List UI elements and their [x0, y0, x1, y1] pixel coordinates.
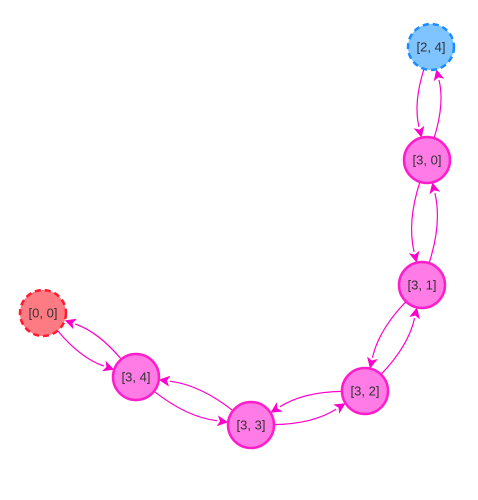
edge-n33-to-n32 [273, 403, 346, 426]
edge-line [273, 408, 337, 426]
arrowhead-icon [408, 250, 420, 263]
nodes-layer: [0, 0] [3, 4] [3, 3] [3, 2] [3, 1] [3, 0] [2, … [18, 22, 456, 450]
edge-n30-to-n24 [433, 69, 445, 139]
node-circle[interactable] [397, 260, 447, 310]
edge-n34-to-n00 [64, 318, 122, 360]
edge-n00-to-n34 [57, 330, 115, 372]
edge-n32-to-n33 [270, 390, 343, 413]
node-label: [3, 3] [237, 418, 266, 433]
edge-line [428, 192, 439, 264]
edges-layer [57, 68, 445, 427]
edge-line [57, 330, 104, 367]
node-label: [3, 2] [351, 384, 380, 399]
arrowhead-icon [270, 402, 283, 413]
edge-n34-to-n33 [153, 390, 229, 427]
node-n30[interactable]: [3, 0] [402, 135, 452, 185]
node-circle[interactable] [111, 352, 161, 402]
arrowhead-icon [409, 307, 420, 320]
edge-line [416, 68, 425, 128]
node-n34[interactable]: [3, 4] [111, 352, 161, 402]
arrowhead-icon [433, 69, 445, 82]
node-circle[interactable] [406, 22, 456, 72]
arrowhead-icon [413, 125, 425, 138]
node-circle[interactable] [18, 288, 68, 338]
arrowhead-icon [64, 318, 77, 330]
edge-line [380, 318, 416, 375]
edge-line [410, 181, 421, 253]
arrowhead-icon [367, 356, 378, 369]
edge-n30-to-n31 [408, 181, 421, 263]
arrowhead-icon [102, 360, 115, 372]
edge-line [169, 380, 234, 412]
edge-line [153, 390, 218, 422]
arrowhead-icon [158, 375, 171, 387]
node-label: [3, 0] [413, 153, 442, 168]
node-label: [2, 4] [417, 40, 446, 55]
node-label: [0, 0] [29, 306, 58, 321]
edge-line [279, 390, 343, 408]
node-n00-start[interactable]: [0, 0] [18, 288, 68, 338]
node-n32[interactable]: [3, 2] [340, 366, 390, 416]
edge-line [75, 323, 122, 360]
arrowhead-icon [216, 415, 229, 427]
node-label: [3, 4] [122, 370, 151, 385]
edge-line [433, 79, 442, 139]
node-circle[interactable] [402, 135, 452, 185]
edge-line [371, 301, 407, 358]
edge-n31-to-n30 [428, 182, 441, 264]
edge-n31-to-n32 [367, 301, 407, 369]
edge-n32-to-n31 [380, 307, 420, 375]
node-circle[interactable] [340, 366, 390, 416]
node-n24-goal[interactable]: [2, 4] [406, 22, 456, 72]
edge-n33-to-n34 [158, 375, 234, 412]
node-n31[interactable]: [3, 1] [397, 260, 447, 310]
node-n33[interactable]: [3, 3] [226, 400, 276, 450]
node-circle[interactable] [226, 400, 276, 450]
arrowhead-icon [429, 182, 441, 195]
edge-n24-to-n30 [413, 68, 425, 138]
node-label: [3, 1] [408, 278, 437, 293]
arrowhead-icon [333, 403, 346, 414]
